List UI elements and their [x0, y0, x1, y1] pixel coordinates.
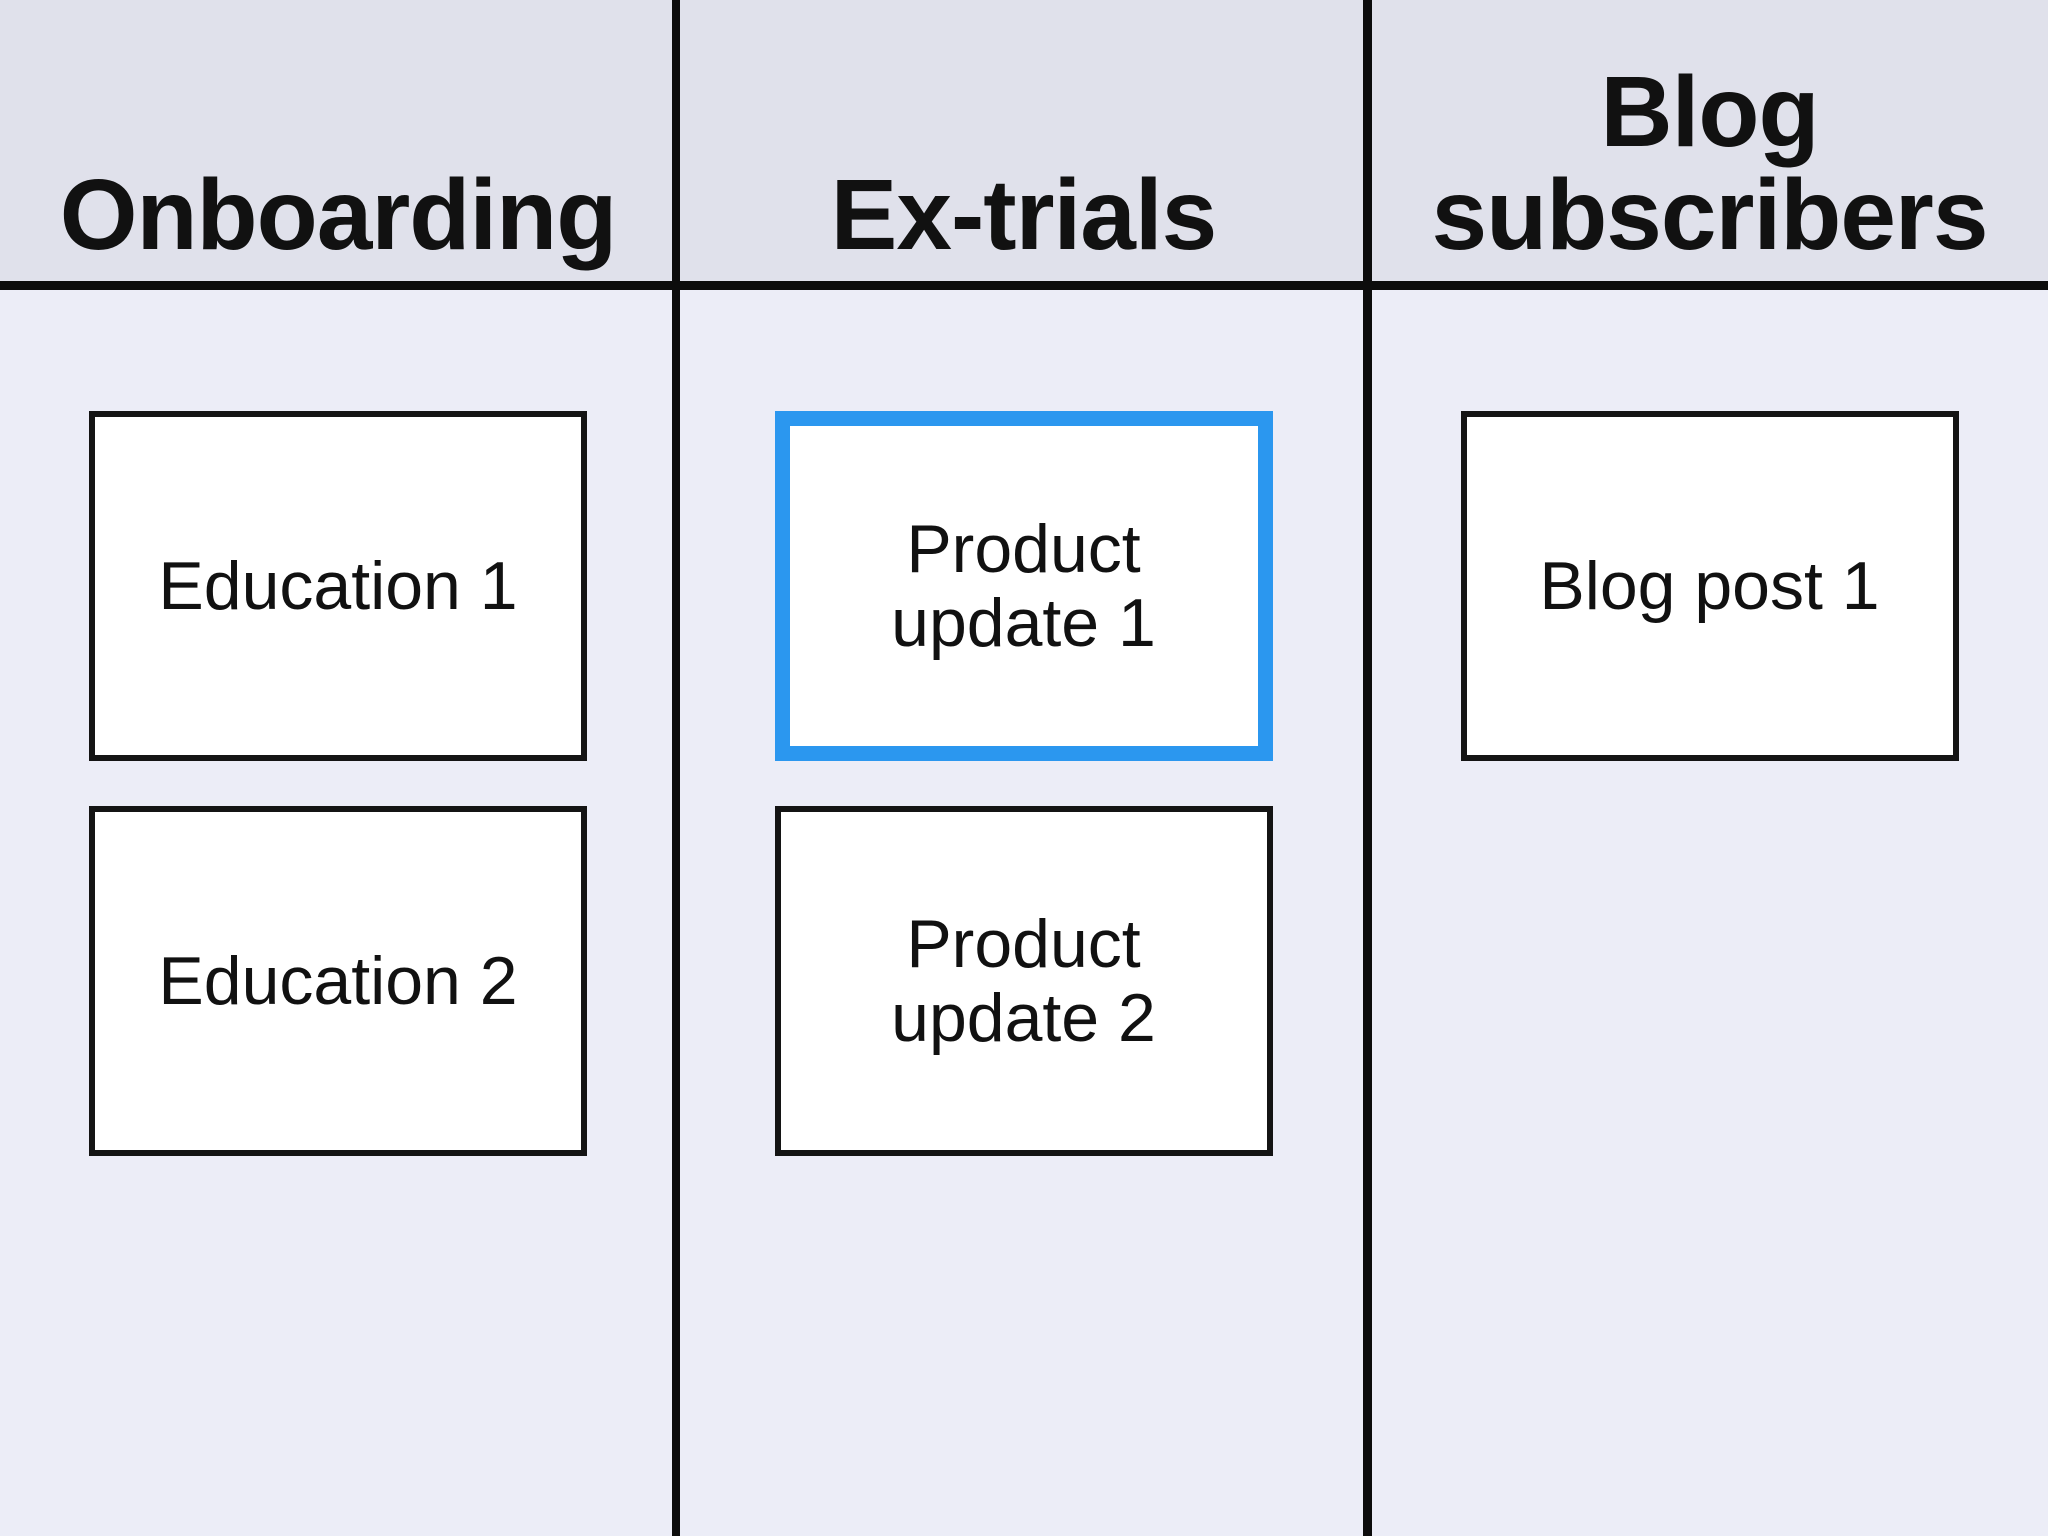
column-body-onboarding: Education 1 Education 2 [0, 281, 676, 1536]
card-education-2[interactable]: Education 2 [89, 806, 587, 1156]
card-education-1[interactable]: Education 1 [89, 411, 587, 761]
column-blog-subscribers: Blog subscribers Blog post 1 [1371, 0, 2048, 1536]
card-product-update-2[interactable]: Product update 2 [774, 806, 1273, 1156]
column-divider-1 [672, 0, 680, 1536]
column-ex-trials: Ex-trials Product update 1 Product updat… [676, 0, 1371, 1536]
card-blog-post-1[interactable]: Blog post 1 [1460, 411, 1959, 761]
card-label: Product update 1 [891, 510, 1156, 661]
card-product-update-1[interactable]: Product update 1 [774, 411, 1273, 761]
column-body-ex-trials: Product update 1 Product update 2 [676, 281, 1371, 1536]
card-label: Product update 2 [891, 905, 1156, 1056]
card-label: Education 2 [158, 942, 518, 1019]
column-onboarding: Onboarding Education 1 Education 2 [0, 0, 676, 1536]
column-body-blog-subscribers: Blog post 1 [1371, 281, 2048, 1536]
card-label: Blog post 1 [1539, 547, 1880, 624]
card-label: Education 1 [158, 547, 518, 624]
column-title-onboarding: Onboarding [59, 159, 618, 271]
column-divider-2 [1363, 0, 1372, 1536]
header-band [0, 0, 2048, 281]
column-title-blog-subscribers: Blog subscribers [1431, 56, 1989, 271]
header-divider [0, 281, 2048, 290]
column-title-ex-trials: Ex-trials [830, 159, 1218, 271]
